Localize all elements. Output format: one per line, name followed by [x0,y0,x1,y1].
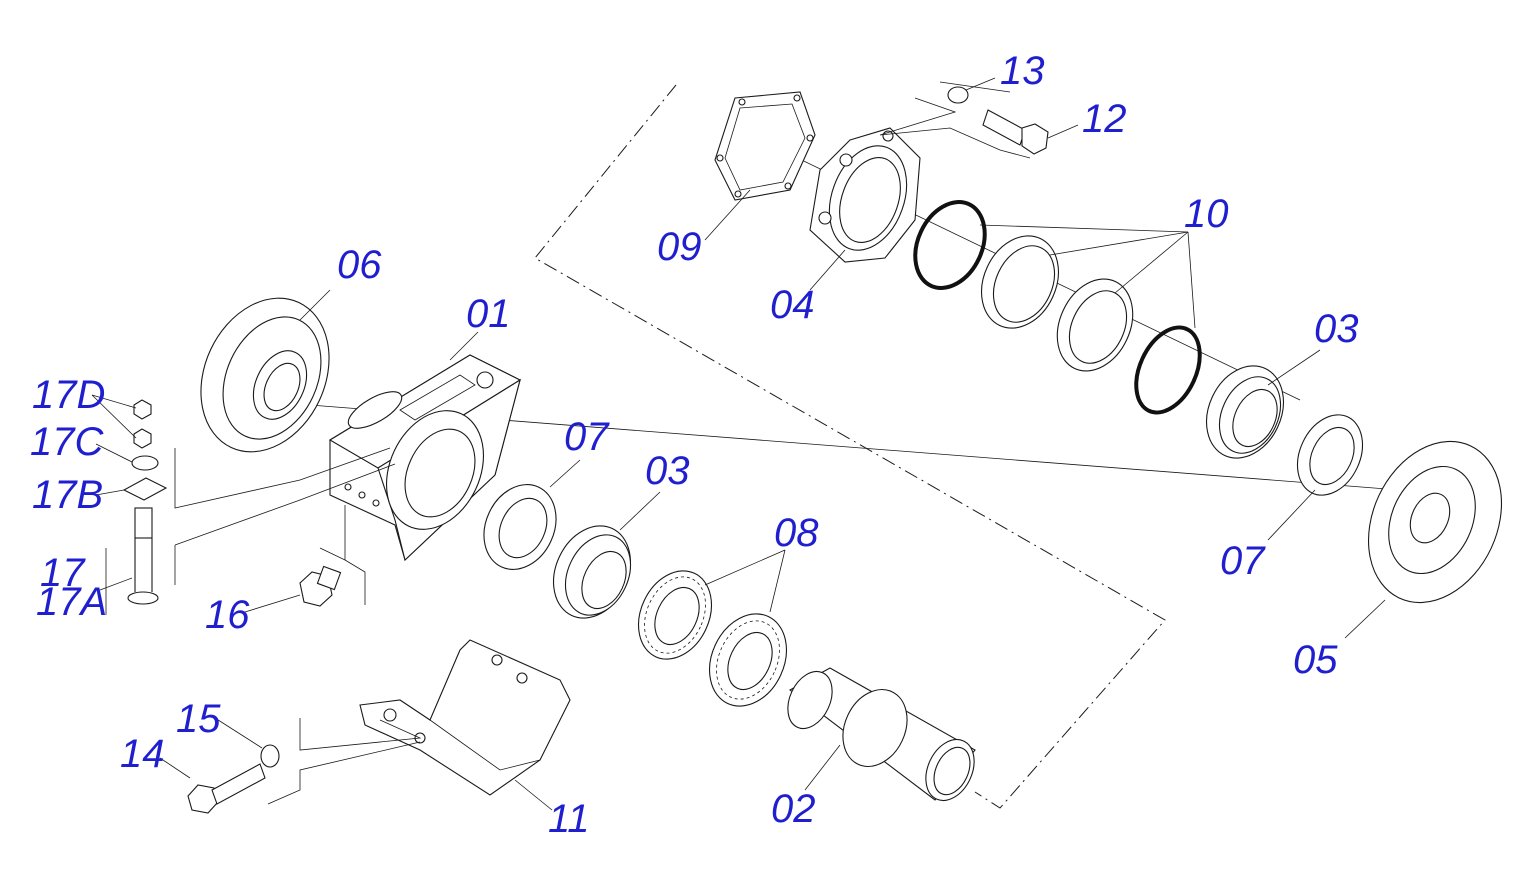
part-09-gasket [714,91,816,201]
label-10: 10 [1184,192,1229,236]
label-12: 12 [1082,97,1127,141]
label-17d: 17D [32,373,105,417]
label-07-right: 07 [1220,539,1266,583]
part-16-plug [299,565,342,607]
label-17a: 17A [36,580,107,624]
part-01-housing [328,354,522,562]
part-04-flange [809,127,921,263]
label-03-left: 03 [645,449,690,493]
part-13-washer [947,86,969,104]
label-01: 01 [466,292,511,336]
part-15-washer [260,744,280,768]
label-08: 08 [774,511,819,555]
label-16: 16 [205,593,250,637]
part-10-sleeve-b [1056,278,1134,372]
part-10-oring-a [913,200,987,290]
label-07-left: 07 [564,415,610,459]
part-14-bolt [187,763,266,814]
label-06: 06 [337,243,382,287]
part-10-oring-b [1134,325,1202,415]
part-11-guard [359,639,571,796]
leader-lines [91,77,1386,811]
label-14: 14 [120,732,165,776]
assembly-boundary [534,84,1166,809]
part-03-bearing-right [1206,365,1284,459]
label-04: 04 [770,283,815,327]
part-17-bolt-set [122,399,168,605]
part-10-sleeve-a [981,235,1059,329]
part-labels: 13 12 10 09 04 06 01 03 07 03 08 07 05 0… [30,49,1359,841]
label-17c: 17C [30,420,104,464]
label-03-right: 03 [1314,307,1359,351]
label-17b: 17B [32,473,103,517]
part-05-end-cover [1367,440,1503,604]
label-05: 05 [1293,638,1338,682]
label-02: 02 [771,787,816,831]
label-11: 11 [548,797,590,841]
part-08-bearing-a [638,570,712,660]
part-12-bolt [982,109,1049,155]
part-02-shaft [787,667,976,802]
part-06-end-cover [200,297,330,453]
label-09: 09 [657,225,702,269]
part-03-bearing-left [553,525,632,619]
part-07-seal-left [483,484,557,570]
label-15: 15 [176,697,221,741]
label-17: 17 [40,551,86,595]
part-08-bearing-b [709,613,787,707]
label-13: 13 [1000,49,1045,93]
part-07-seal-right [1296,414,1364,496]
